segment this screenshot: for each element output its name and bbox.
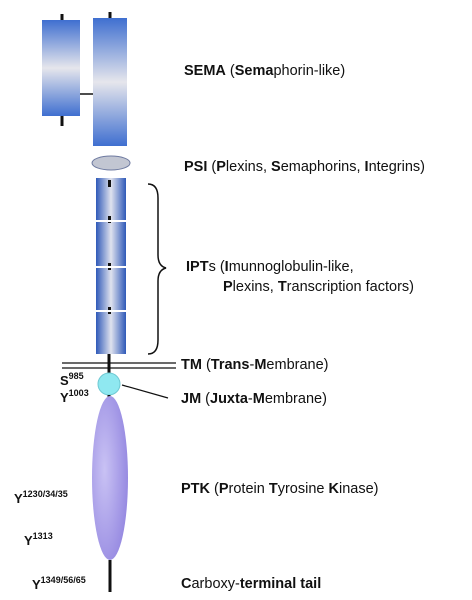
- ipt-gap-1: [96, 220, 126, 222]
- ipts-line1-label-segment-3: munnoglobulin-like,: [228, 259, 354, 275]
- tail-label-segment-1: arboxy-: [191, 576, 240, 592]
- residue-y1003: Y1003: [60, 386, 89, 405]
- ipt-brace: [147, 183, 167, 355]
- y1349-residue-letter: Y: [32, 577, 41, 592]
- jm-domain: [97, 372, 121, 396]
- ptk-label-segment-1: (: [210, 481, 219, 497]
- jm-label-segment-3: -: [247, 391, 253, 407]
- ptk-label-segment-2: P: [218, 481, 229, 497]
- sema-label-segment-1: (: [225, 63, 235, 79]
- psi-label-segment-3: lexins,: [225, 159, 272, 175]
- psi-label-segment-5: emaphorins,: [280, 159, 365, 175]
- ipts-line1-label-segment-0: IPT: [186, 259, 209, 275]
- ptk-label-segment-7: inase): [338, 481, 379, 497]
- s985-residue-letter: S: [60, 373, 69, 388]
- tm-label-segment-5: embrane): [266, 357, 329, 373]
- ipts-line2-label-segment-1: lexins,: [232, 279, 278, 295]
- label-ipts-line1: IPTs (Imunnoglobulin-like,: [186, 258, 354, 276]
- psi-label-segment-0: PSI: [184, 159, 208, 175]
- jm-label-segment-0: JM: [181, 391, 202, 407]
- ipts-line2-label-segment-3: ranscription factors): [286, 279, 414, 295]
- psi-label-segment-6: I: [364, 159, 369, 175]
- sema-beta-block: [93, 18, 127, 146]
- psi-domain: [91, 155, 131, 171]
- label-jm: JM (Juxta-Membrane): [181, 390, 327, 408]
- y1230-residue-position: 1230/34/35: [22, 489, 68, 499]
- psi-label-segment-1: (: [207, 159, 217, 175]
- sema-alpha-block: [42, 20, 80, 116]
- ipt-tick-2: [108, 216, 111, 223]
- label-carboxy-tail: Carboxy-terminal tail: [181, 575, 321, 593]
- ipts-line2-label-segment-2: T: [277, 279, 287, 295]
- psi-label-segment-7: ntegrins): [368, 159, 425, 175]
- residue-s985: S985: [60, 369, 84, 388]
- label-tm: TM (Trans-Membrane): [181, 356, 328, 374]
- ipts-line1-label-segment-2: I: [224, 259, 229, 275]
- tm-label-segment-1: (: [201, 357, 211, 373]
- jm-pointer: [121, 384, 169, 399]
- tm-label-segment-4: M: [254, 357, 267, 373]
- residue-y1230: Y1230/34/35: [14, 487, 68, 506]
- s985-residue-position: 985: [68, 371, 84, 381]
- ipt-tick-1: [108, 180, 111, 187]
- ptk-label-segment-4: T: [268, 481, 278, 497]
- ipts-line2-label-segment-0: P: [223, 279, 233, 295]
- jm-label-segment-5: embrane): [264, 391, 327, 407]
- y1313-residue-position: 1313: [32, 531, 53, 541]
- jm-label-segment-4: M: [252, 391, 265, 407]
- jm-label-segment-2: Juxta: [210, 391, 248, 407]
- tm-label-segment-3: -: [249, 357, 255, 373]
- tail-label-segment-0: C: [181, 576, 192, 592]
- y1003-residue-position: 1003: [68, 388, 89, 398]
- tm-label-segment-0: TM: [181, 357, 202, 373]
- residue-y1349: Y1349/56/65: [32, 573, 86, 592]
- residue-y1313: Y1313: [24, 529, 53, 548]
- y1003-residue-letter: Y: [60, 390, 69, 405]
- y1230-residue-letter: Y: [14, 491, 23, 506]
- ptk-label-segment-5: yrosine: [277, 481, 329, 497]
- y1313-residue-letter: Y: [24, 533, 33, 548]
- label-ptk: PTK (Protein Tyrosine Kinase): [181, 480, 378, 498]
- label-psi: PSI (Plexins, Semaphorins, Integrins): [184, 158, 425, 176]
- psi-label-segment-4: S: [271, 159, 281, 175]
- tail-label-segment-2: terminal tail: [239, 576, 322, 592]
- jm-label-segment-1: (: [201, 391, 211, 407]
- ptk-label-segment-6: K: [328, 481, 339, 497]
- sema-label-segment-0: SEMA: [184, 63, 226, 79]
- psi-label-segment-2: P: [216, 159, 226, 175]
- ptk-domain: [92, 396, 128, 560]
- ptk-label-segment-3: rotein: [228, 481, 269, 497]
- y1349-residue-position: 1349/56/65: [40, 575, 86, 585]
- ptk-label-segment-0: PTK: [181, 481, 210, 497]
- ipt-gap-3: [96, 310, 126, 312]
- sema-label-segment-3: phorin-like): [273, 63, 346, 79]
- sema-label-segment-2: Sema: [234, 63, 274, 79]
- label-sema: SEMA (Semaphorin-like): [184, 62, 345, 80]
- ipt-gap-2: [96, 266, 126, 268]
- ipts-line1-label-segment-1: s (: [208, 259, 225, 275]
- label-ipts-line2: Plexins, Transcription factors): [223, 278, 414, 296]
- tm-label-segment-2: Trans: [210, 357, 250, 373]
